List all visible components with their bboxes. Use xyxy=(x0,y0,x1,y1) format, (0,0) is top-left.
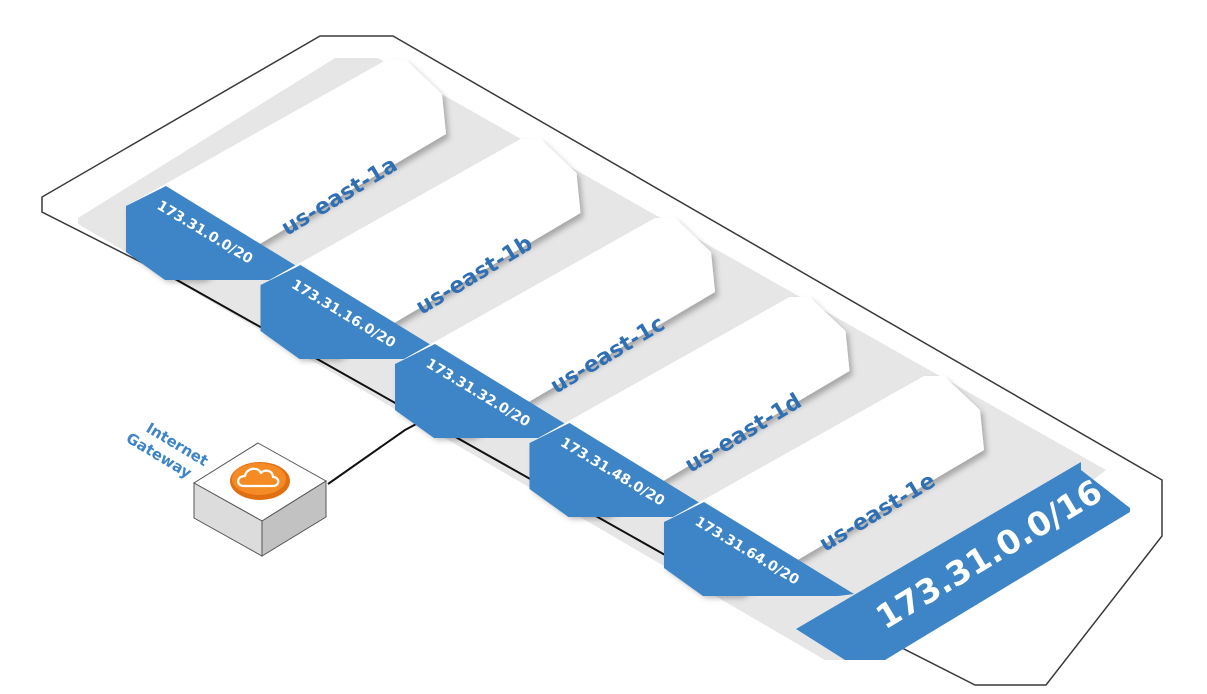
vpc-cidr-band xyxy=(796,462,1130,660)
gateway-right-face xyxy=(261,480,327,557)
subnet-cidr-band xyxy=(529,423,720,517)
subnet-cidr-band xyxy=(395,344,585,438)
subnet-cidr-band xyxy=(126,186,316,280)
cloud-icon xyxy=(230,462,290,500)
subnet-cidr-band xyxy=(664,502,854,596)
internet-gateway xyxy=(193,442,327,557)
subnet-cidr-band xyxy=(260,265,451,359)
